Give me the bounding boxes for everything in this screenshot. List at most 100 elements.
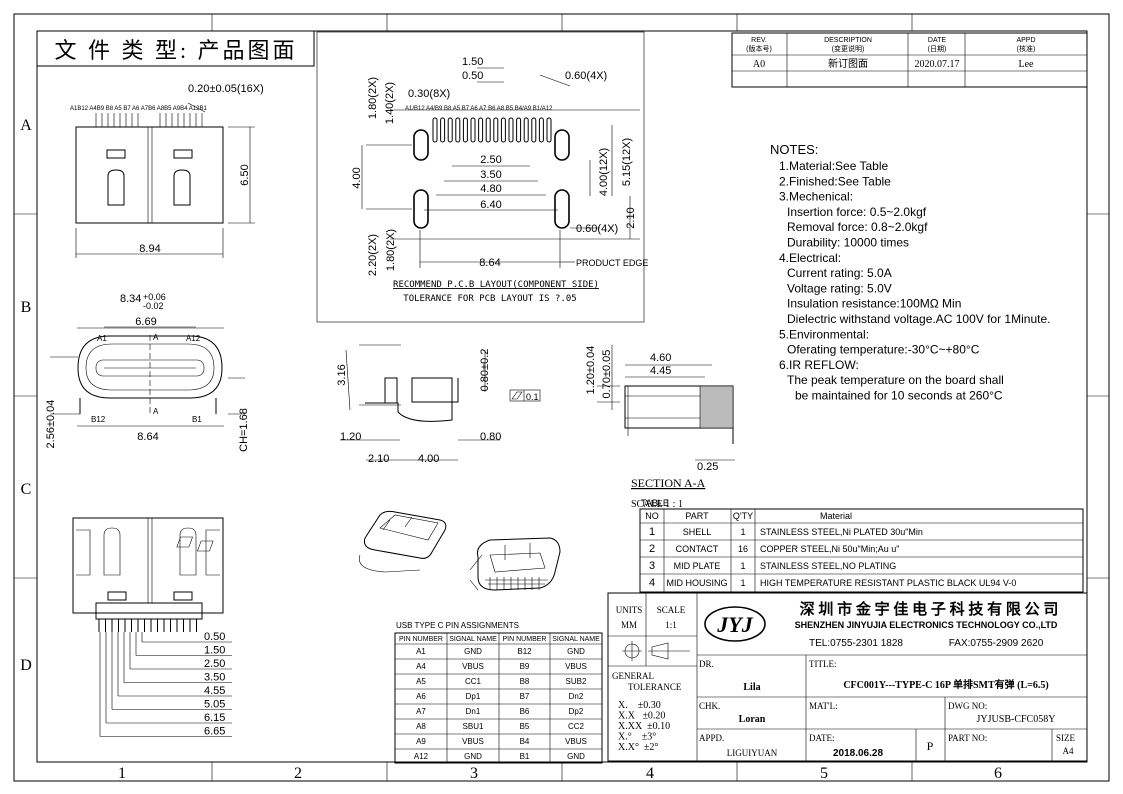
pin-table-cell: A5 (416, 677, 426, 686)
pcb-dim-0-60-top: 0.60(4X) (565, 70, 607, 82)
pcb-dim-0-60-bottom: 0.60(4X) (576, 223, 618, 235)
appd-value: LIGUIYUAN (727, 748, 778, 758)
pin-table-cell: VBUS (462, 737, 484, 746)
side-view (340, 344, 541, 461)
pcb-pad (508, 117, 514, 143)
dr-value: Lila (743, 682, 760, 693)
pcb-pad (455, 117, 461, 143)
pin-table-cell: A8 (416, 722, 426, 731)
note-line: 2.Finished:See Table (779, 174, 891, 188)
pcb-pad (432, 117, 438, 143)
bom-table (639, 508, 1084, 593)
bottom-dim: 0.50 (204, 631, 225, 643)
rev-header: REV. (751, 37, 767, 44)
note-line: Voltage rating: 5.0V (787, 281, 892, 295)
pin-table-cell: CC1 (465, 677, 482, 686)
top-view-pitch: 0.20±0.05(16X) (188, 83, 264, 95)
bom-cell: 1 (649, 526, 655, 538)
pin-table-cell: B6 (520, 707, 530, 716)
bom-cell: HIGH TEMPERATURE RESISTANT PLASTIC BLACK… (760, 578, 1016, 588)
top-view (75, 102, 255, 258)
appd-header: APPD (1016, 37, 1035, 44)
bom-cell: 1 (740, 561, 745, 571)
company-tel: TEL:0755-2301 1828 (809, 638, 903, 649)
pcb-title: RECOMMEND P.C.B LAYOUT(COMPONENT SIDE) (393, 280, 599, 290)
side-flatness: 0.1 (526, 392, 539, 402)
section-title: SECTION A-A (631, 476, 706, 490)
pcb-dim-2-50: 2.50 (480, 154, 501, 166)
appd-header-cn: (核准) (1017, 44, 1036, 53)
pin-table-cell: A7 (416, 707, 426, 716)
pcb-dim-5-15: 5.15(12X) (621, 138, 633, 186)
tolerance-row: X.X ±0.20 (618, 711, 665, 722)
note-line: be maintained for 10 seconds at 260°C (795, 389, 1003, 403)
pcb-tolerance: TOLERANCE FOR PCB LAYOUT IS ?.05 (403, 294, 576, 304)
row-label-c: C (21, 481, 32, 498)
bom-label: TABLE (641, 498, 669, 508)
desc-header-cn: (变更说明) (832, 44, 865, 53)
front-view (50, 326, 245, 427)
pcb-product-edge: PRODUCT EDGE (576, 258, 648, 268)
pin-table-cell: Dp2 (569, 707, 584, 716)
pcb-layout (361, 67, 640, 268)
bom-header: Q'TY (733, 511, 753, 521)
notes-block: NOTES: 1.Material:See Table2.Finished:Se… (770, 142, 1050, 403)
zone-ticks (14, 14, 1109, 781)
pin-table-cell: Dn2 (569, 692, 584, 701)
col-label-6: 6 (994, 765, 1002, 782)
side-dim-0-80: 0.80 (480, 431, 501, 443)
bom-cell: COPPER STEEL,Ni 50u"Min;Au u" (760, 544, 899, 554)
p-label: P (927, 739, 934, 753)
tolerance-label: TOLERANCE (628, 682, 682, 692)
pcb-dim-4-80: 4.80 (480, 183, 501, 195)
pcb-dim-4-00: 4.00 (351, 167, 363, 188)
side-dim-1-20: 1.20 (340, 431, 361, 443)
row-label-b: B (21, 299, 32, 316)
note-line: Oferating temperature:-30°C~+80°C (787, 343, 980, 357)
note-line: 3.Mechenical: (779, 190, 853, 204)
pcb-dim-1-40: 1.40(2X) (384, 82, 396, 124)
title-label: TITLE: (809, 659, 837, 669)
sheet-border (13, 13, 1110, 782)
pin-table-cell: A1 (416, 647, 426, 656)
pin-table-cell: B5 (520, 722, 530, 731)
front-height: 2.56±0.04 (45, 400, 57, 449)
col-label-3: 3 (470, 765, 478, 782)
front-ch: CH=1.68 (238, 408, 250, 452)
front-pin-a12: A12 (186, 334, 201, 343)
date-value-tb: 2018.06.28 (833, 748, 883, 759)
bom-cell: STAINLESS STEEL,NO PLATING (760, 561, 896, 571)
pcb-dim-2-20: 2.20(2X) (367, 234, 379, 276)
bom-cell: 1 (740, 527, 745, 537)
bom-cell: SHELL (683, 527, 712, 537)
dr-label: DR. (699, 659, 714, 669)
company-en: SHENZHEN JINYUJIA ELECTRONICS TECHNOLOGY… (795, 620, 1058, 630)
connector-3d-sketch-2 (469, 537, 561, 591)
section-dim-0-70: 0.70±0.05 (601, 350, 613, 399)
pin-table-cell: VBUS (462, 662, 484, 671)
note-line: Durability: 10000 times (787, 236, 909, 250)
title-value: CFC001Y---TYPE-C 16P 单排SMT有弹 (L=6.5) (843, 678, 1048, 691)
bom-cell: MID HOUSING (666, 578, 727, 588)
side-dim-2-10: 2.10 (368, 453, 389, 465)
row-label-d: D (20, 657, 32, 674)
front-inner: 6.69 (135, 316, 156, 328)
bom-cell: MID PLATE (674, 561, 721, 571)
bottom-dim: 2.50 (204, 658, 225, 670)
note-line: 1.Material:See Table (779, 159, 889, 173)
bom-header: PART (685, 511, 709, 521)
pin-table-cell: A9 (416, 737, 426, 746)
note-line: The peak temperature on the board shall (787, 373, 1004, 387)
side-dim-3-16: 3.16 (336, 364, 348, 385)
pcb-frame (316, 31, 645, 323)
scale-label: SCALE (657, 605, 686, 615)
col-label-1: 1 (118, 765, 126, 782)
bom-cell: 2 (649, 543, 655, 555)
bom-header: Material (820, 511, 852, 521)
bottom-dim: 1.50 (204, 645, 225, 657)
date-value: 2020.07.17 (915, 59, 960, 70)
pcb-dim-0-30: 0.30(8X) (408, 88, 450, 100)
section-dim-1-20: 1.20±0.04 (585, 346, 597, 395)
connector-3d-sketch-1 (176, 510, 447, 573)
bom-cell: CONTACT (676, 544, 719, 554)
